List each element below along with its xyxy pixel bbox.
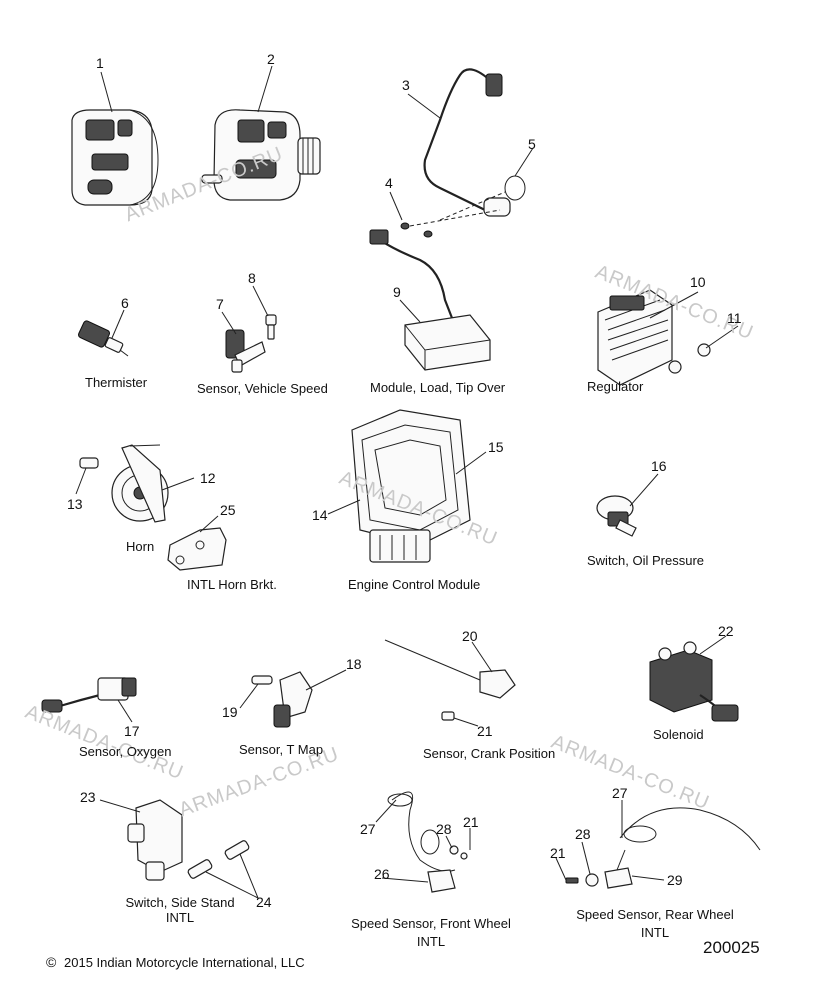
screw-part[interactable] [400, 209, 501, 238]
callout-29: 29 [667, 872, 683, 888]
vehicle-speed-sensor-part[interactable] [225, 329, 266, 373]
horn-bolt-part[interactable] [79, 457, 99, 469]
callout-26: 26 [374, 866, 390, 882]
callout-28: 28 [575, 826, 591, 842]
label-side-stand-intl: INTL [165, 910, 195, 925]
callout-11: 11 [727, 310, 742, 326]
label-crank-position-sensor: Sensor, Crank Position [423, 746, 556, 761]
label-vehicle-speed-sensor: Sensor, Vehicle Speed [197, 381, 328, 396]
rear-wheel-speed-sensor-part[interactable] [565, 807, 761, 889]
bolt-part[interactable] [265, 314, 277, 340]
callout-21: 21 [477, 723, 493, 739]
label-regulator: Regulator [587, 379, 644, 394]
diagram-number: 200025 [703, 938, 760, 957]
callout-17: 17 [124, 723, 140, 739]
regulator-part[interactable] [597, 289, 673, 386]
copyright-symbol: © [46, 954, 57, 970]
label-t-map-sensor: Sensor, T Map [239, 742, 324, 757]
callout-5: 5 [528, 136, 536, 152]
label-rear-wheel-intl: INTL [640, 925, 670, 940]
label-horn-bracket: INTL Horn Brkt. [187, 577, 277, 592]
label-side-stand-switch: Switch, Side Stand [125, 895, 235, 910]
nut-part[interactable] [668, 343, 711, 374]
copyright-text: 2015 Indian Motorcycle International, LL… [64, 955, 305, 970]
leader-lines [75, 65, 739, 899]
callout-21: 21 [550, 845, 566, 861]
oxygen-sensor-part[interactable] [41, 677, 137, 713]
callout-1: 1 [96, 55, 104, 71]
callout-3: 3 [402, 77, 410, 93]
engine-control-module-part[interactable] [351, 409, 471, 563]
callout-23: 23 [80, 789, 96, 805]
handlebar-switch-right-part[interactable] [201, 109, 321, 201]
callout-20: 20 [462, 628, 478, 644]
oil-pressure-switch-part[interactable] [596, 495, 637, 537]
label-thermister: Thermister [85, 375, 148, 390]
crank-position-sensor-part[interactable] [384, 639, 516, 721]
tip-over-module-part[interactable] [369, 229, 491, 371]
label-tip-over-module: Module, Load, Tip Over [370, 380, 506, 395]
callout-28: 28 [436, 821, 452, 837]
callout-27: 27 [360, 821, 376, 837]
t-map-sensor-part[interactable] [251, 671, 313, 728]
side-stand-switch-part[interactable] [127, 799, 183, 881]
callout-27: 27 [612, 785, 628, 801]
horn-part[interactable] [111, 444, 169, 523]
horn-bracket-part[interactable] [167, 527, 227, 571]
callout-16: 16 [651, 458, 667, 474]
callout-14: 14 [312, 507, 328, 523]
solenoid-part[interactable] [649, 641, 739, 722]
callout-24: 24 [256, 894, 272, 910]
callout-15: 15 [488, 439, 504, 455]
wiring-harness-part[interactable] [423, 68, 511, 217]
callout-2: 2 [267, 51, 275, 67]
label-solenoid: Solenoid [653, 727, 704, 742]
callout-25: 25 [220, 502, 236, 518]
callout-13: 13 [67, 496, 83, 512]
side-stand-bolts-part[interactable] [187, 840, 250, 880]
callout-9: 9 [393, 284, 401, 300]
callout-6: 6 [121, 295, 129, 311]
label-rear-wheel-speed-sensor: Speed Sensor, Rear Wheel [576, 907, 734, 922]
callout-21: 21 [463, 814, 479, 830]
callout-4: 4 [385, 175, 393, 191]
label-front-wheel-intl: INTL [416, 934, 446, 949]
callout-12: 12 [200, 470, 216, 486]
label-oil-pressure-switch: Switch, Oil Pressure [587, 553, 705, 568]
callout-19: 19 [222, 704, 238, 720]
callout-22: 22 [718, 623, 734, 639]
handlebar-switch-left-part[interactable] [71, 109, 159, 206]
label-engine-control-module: Engine Control Module [348, 577, 481, 592]
label-horn: Horn [126, 539, 155, 554]
thermister-part[interactable] [77, 320, 129, 357]
callout-18: 18 [346, 656, 362, 672]
label-oxygen-sensor: Sensor, Oxygen [79, 744, 172, 759]
label-front-wheel-speed-sensor: Speed Sensor, Front Wheel [351, 916, 511, 931]
callout-8: 8 [248, 270, 256, 286]
callout-7: 7 [216, 296, 224, 312]
front-wheel-speed-sensor-part[interactable] [387, 791, 468, 893]
callout-10: 10 [690, 274, 706, 290]
